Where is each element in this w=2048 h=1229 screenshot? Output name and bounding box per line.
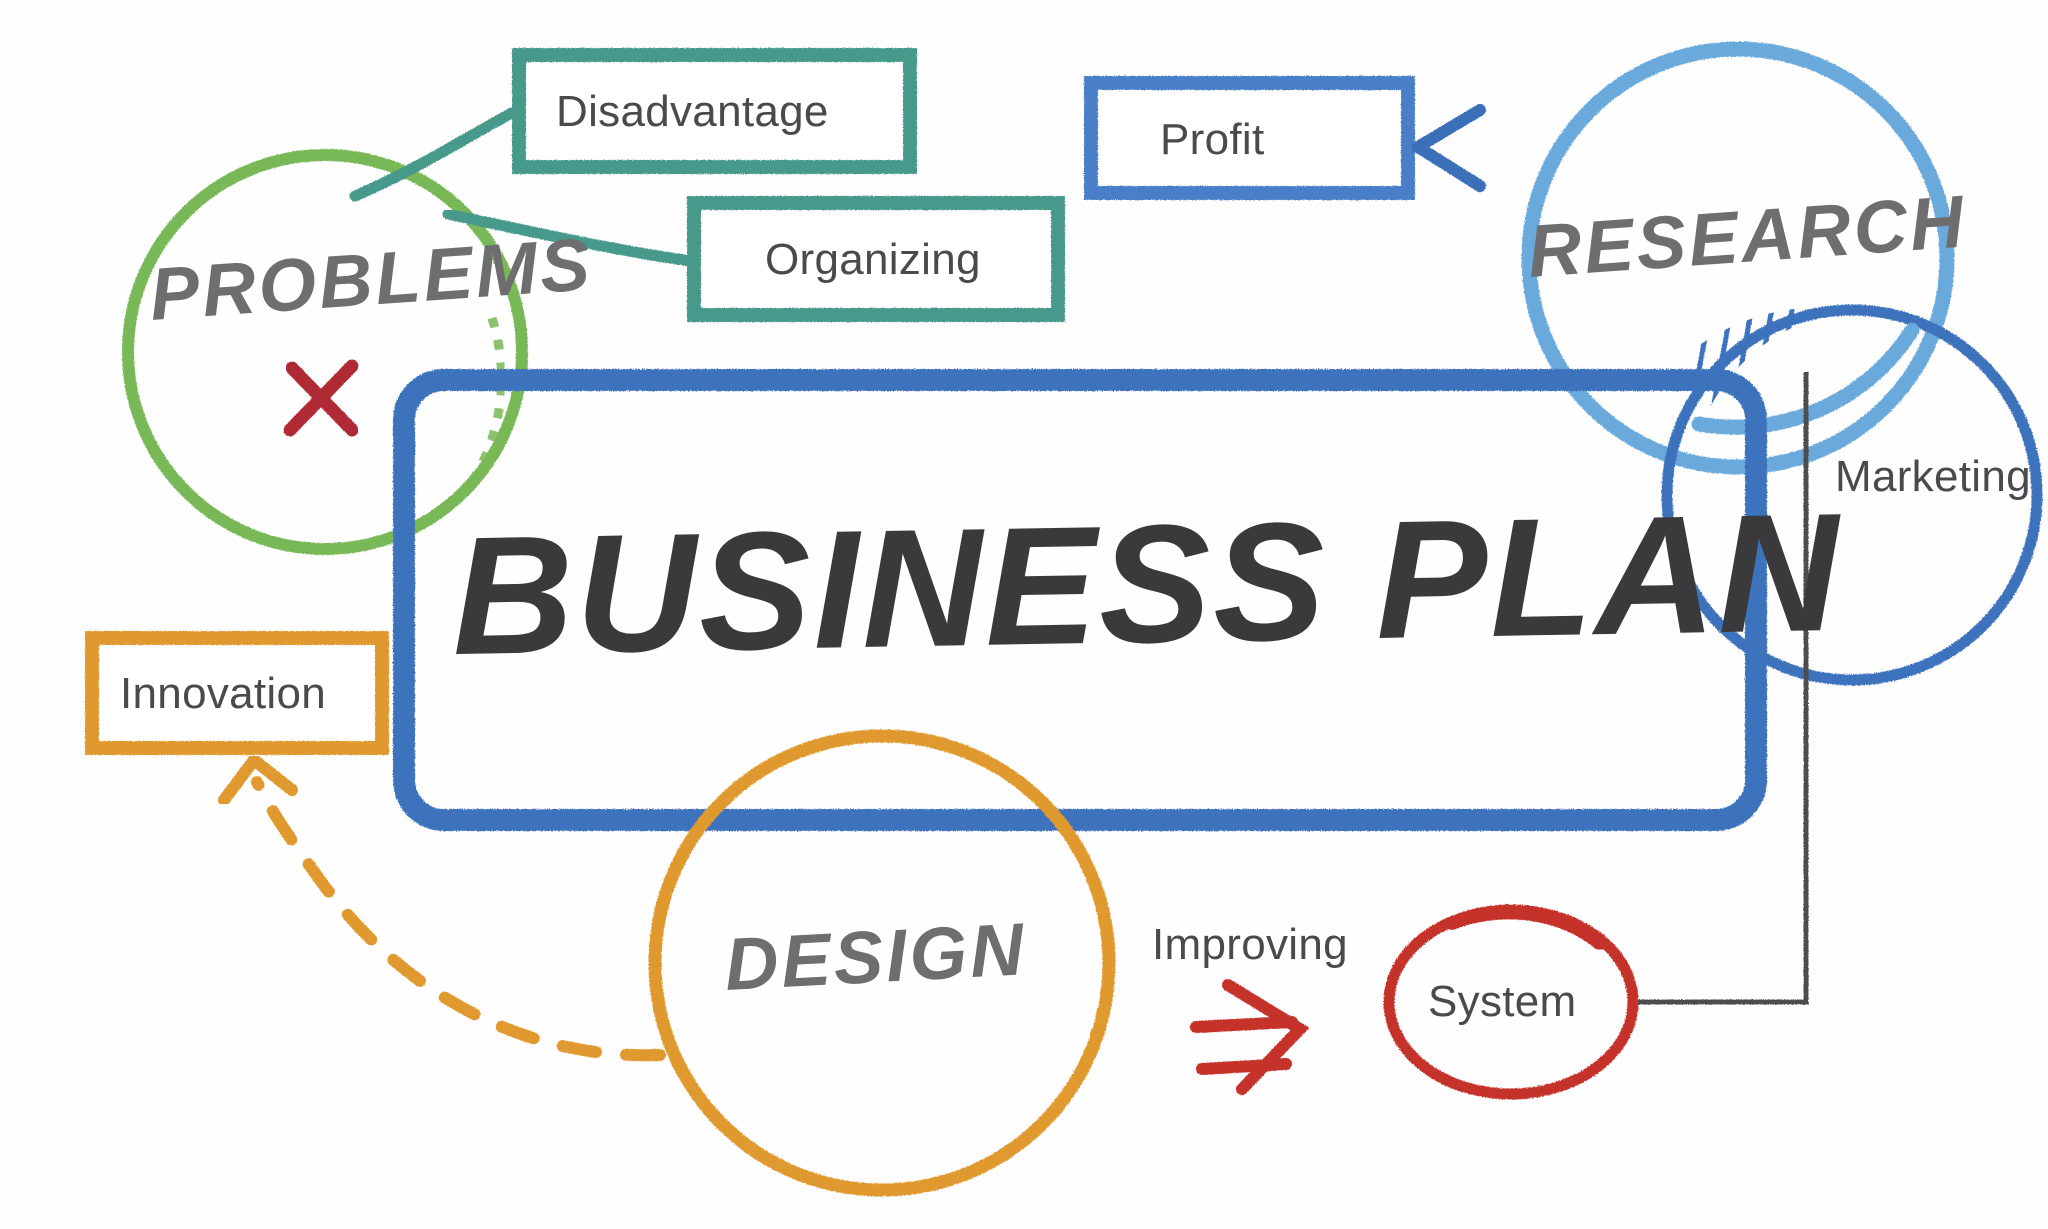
- circle-label-design: DESIGN: [722, 907, 1029, 1006]
- box-disadvantage[interactable]: [512, 48, 917, 174]
- circle-problems[interactable]: [122, 149, 528, 555]
- connector-system-elbow: [1638, 372, 1809, 1005]
- ellipse-label-system: System: [1428, 977, 1577, 1026]
- arrow-design-to-innovation: [218, 754, 666, 1062]
- box-label-innovation: Innovation: [120, 669, 327, 718]
- box-label-profit: Profit: [1160, 115, 1265, 164]
- box-label-disadvantage: Disadvantage: [556, 87, 829, 136]
- circle-marketing[interactable]: [1661, 304, 2043, 686]
- frame-business-plan[interactable]: [393, 369, 1767, 831]
- ellipse-system[interactable]: [1383, 904, 1639, 1100]
- box-label-organizing: Organizing: [765, 235, 981, 284]
- circle-label-marketing: Marketing: [1835, 452, 2031, 501]
- circle-design[interactable]: [648, 729, 1116, 1197]
- page-title: BUSINESS PLAN: [450, 477, 1843, 691]
- double-chevron-icon: [1190, 979, 1310, 1095]
- connector-problems-to-organizing: [442, 208, 706, 268]
- box-innovation[interactable]: [85, 631, 389, 755]
- x-icon: [283, 359, 359, 437]
- connector-problems-to-disadvantage: [349, 107, 518, 202]
- research-arc-overlay: [1691, 322, 1920, 435]
- label-improving: Improving: [1152, 920, 1348, 969]
- box-organizing[interactable]: [687, 196, 1065, 322]
- box-profit[interactable]: [1084, 76, 1415, 200]
- circle-research[interactable]: [1521, 41, 1955, 475]
